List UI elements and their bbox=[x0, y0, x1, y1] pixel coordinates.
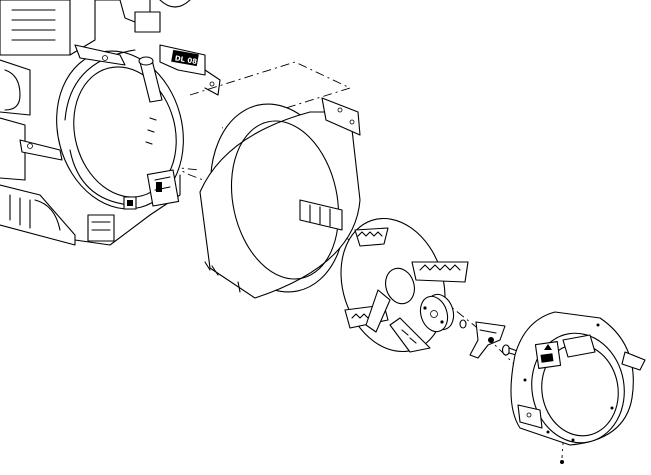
engine-badge-text: DL 08 bbox=[174, 54, 198, 66]
engine-block: DL 08 bbox=[0, 0, 221, 246]
impeller-fan-wheel bbox=[340, 217, 469, 353]
cylindrical-shroud bbox=[199, 97, 361, 299]
front-cover-guard bbox=[510, 311, 646, 464]
hub-and-fasteners bbox=[419, 293, 529, 362]
fan-housing-mounted bbox=[19, 44, 184, 210]
